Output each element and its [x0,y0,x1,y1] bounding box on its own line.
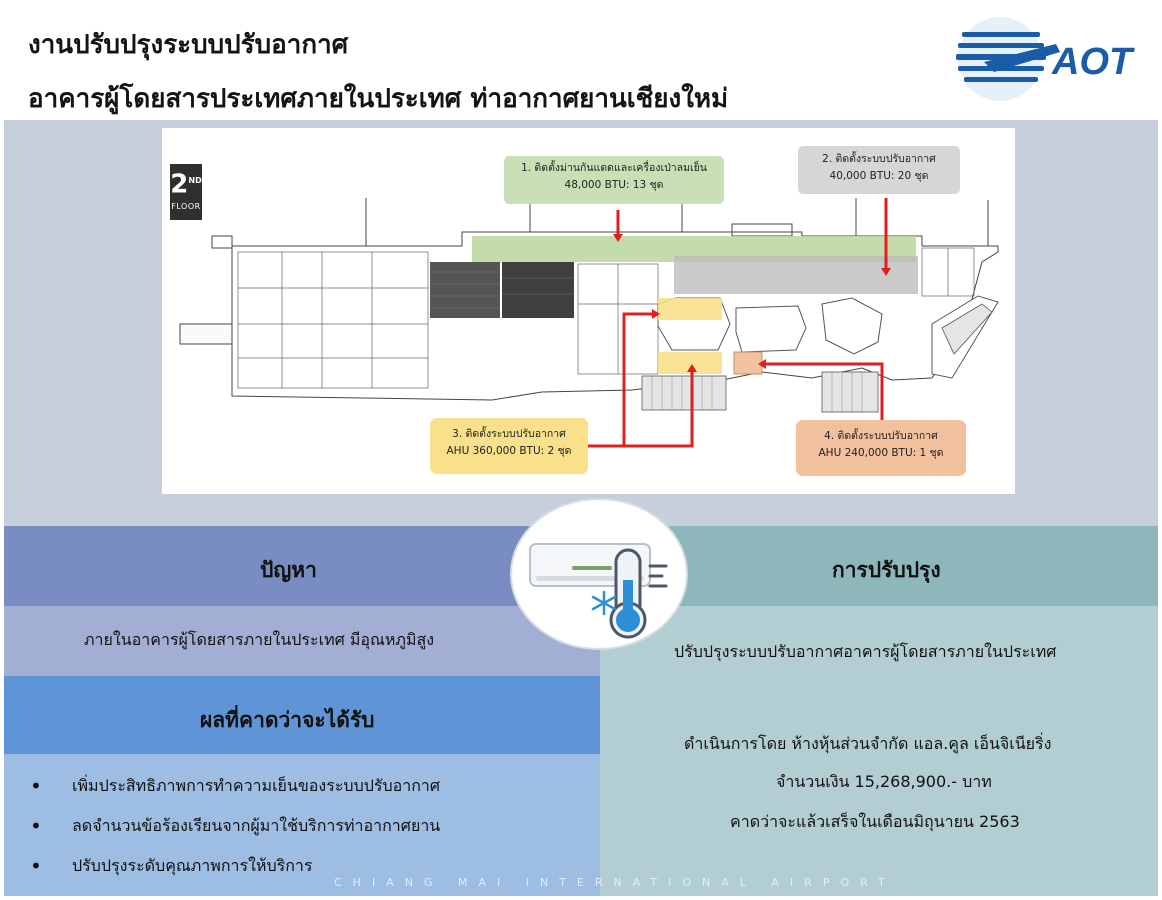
results-item-2: ลดจำนวนข้อร้องเรียนจากผู้มาใช้บริการท่าอ… [30,806,440,846]
callout-ahu-360000: 3. ติดตั้งระบบปรับอากาศ AHU 360,000 BTU:… [430,418,588,474]
improvement-text: ปรับปรุงระบบปรับอากาศอาคารผู้โดยสารภายใน… [674,642,1057,661]
results-body: เพิ่มประสิทธิภาพการทำความเย็นของระบบปรับ… [4,754,600,896]
results-item-1: เพิ่มประสิทธิภาพการทำความเย็นของระบบปรับ… [30,766,440,806]
title-line-2: อาคารผู้โดยสารประเทศภายในประเทศ ท่าอากาศ… [28,84,729,114]
floor-plan-band: 2ND FLOOR 1. ติดตั้งม่านกันแดดและเครื่อง… [4,120,1158,526]
thermometer-icon [609,548,647,639]
callout-4-line2: AHU 240,000 BTU: 1 ชุด [818,447,944,459]
callout-3-line2: AHU 360,000 BTU: 2 ชุด [446,445,572,457]
slide: งานปรับปรุงระบบปรับอากาศ อาคารผู้โดยสารป… [4,4,1158,896]
air-conditioner-badge [510,498,688,650]
callout-arrows [588,198,888,448]
floor-number: 2ND [170,169,202,200]
floor-plan: 2ND FLOOR 1. ติดตั้งม่านกันแดดและเครื่อง… [162,128,1015,494]
ahu-zone-3 [733,351,763,375]
header: งานปรับปรุงระบบปรับอากาศ อาคารผู้โดยสารป… [4,4,1158,120]
results-list: เพิ่มประสิทธิภาพการทำความเย็นของระบบปรับ… [30,766,440,886]
amount-text: จำนวนเงิน 15,268,900.- บาท [776,772,992,791]
ahu-zone-2 [658,352,722,374]
callout-2-line1: 2. ติดตั้งระบบปรับอากาศ [822,153,936,165]
improvement-body: ปรับปรุงระบบปรับอากาศอาคารผู้โดยสารภายใน… [600,606,1158,896]
results-item-3: ปรับปรุงระดับคุณภาพการให้บริการ [30,846,440,886]
callout-3-line1: 3. ติดตั้งระบบปรับอากาศ [452,428,566,440]
footer-text: CHIANG MAI INTERNATIONAL AIRPORT [334,876,896,889]
snowflake-icon [591,590,617,616]
callout-ahu-240000: 4. ติดตั้งระบบปรับอากาศ AHU 240,000 BTU:… [796,420,966,476]
problem-body: ภายในอาคารผู้โดยสารภายในประเทศ มีอุณหภูม… [4,606,600,676]
floor-plan-drawing [179,198,999,448]
logo-text: AOT [1051,41,1135,83]
air-conditioner-icon [529,543,668,639]
problem-heading: ปัญหา [260,558,317,582]
results-heading: ผลที่คาดว่าจะได้รับ [200,708,375,732]
completion-text: คาดว่าจะแล้วเสร็จในเดือนมิถุนายน 2563 [730,812,1020,831]
title-line-1: งานปรับปรุงระบบปรับอากาศ [28,30,349,60]
callout-4-line1: 4. ติดตั้งระบบปรับอากาศ [824,430,938,442]
contractor-text: ดำเนินการโดย ห้างหุ้นส่วนจำกัด แอล.คูล เ… [684,734,1052,753]
improvement-heading: การปรับปรุง [832,558,941,582]
floor-word: FLOOR [171,201,201,211]
callout-1-line1: 1. ติดตั้งม่านกันแดดและเครื่องเป่าลมเย็น [521,162,707,174]
results-header: ผลที่คาดว่าจะได้รับ [4,676,600,754]
logo-stripes [956,32,1060,82]
ac-zone-gray [674,256,918,294]
ahu-zone-1 [658,298,722,320]
problem-text: ภายในอาคารผู้โดยสารภายในประเทศ มีอุณหภูม… [84,630,435,649]
callout-1-line2: 48,000 BTU: 13 ชุด [564,179,664,191]
callout-sunshade: 1. ติดตั้งม่านกันแดดและเครื่องเป่าลมเย็น… [504,156,724,204]
floor-badge: 2ND FLOOR [170,164,202,220]
callout-ac-40000: 2. ติดตั้งระบบปรับอากาศ 40,000 BTU: 20 ช… [798,146,960,194]
improvement-header: การปรับปรุง [600,526,1158,606]
problem-header: ปัญหา [4,526,600,606]
aot-logo: AOT [956,17,1135,101]
callout-2-line2: 40,000 BTU: 20 ชุด [829,170,929,182]
